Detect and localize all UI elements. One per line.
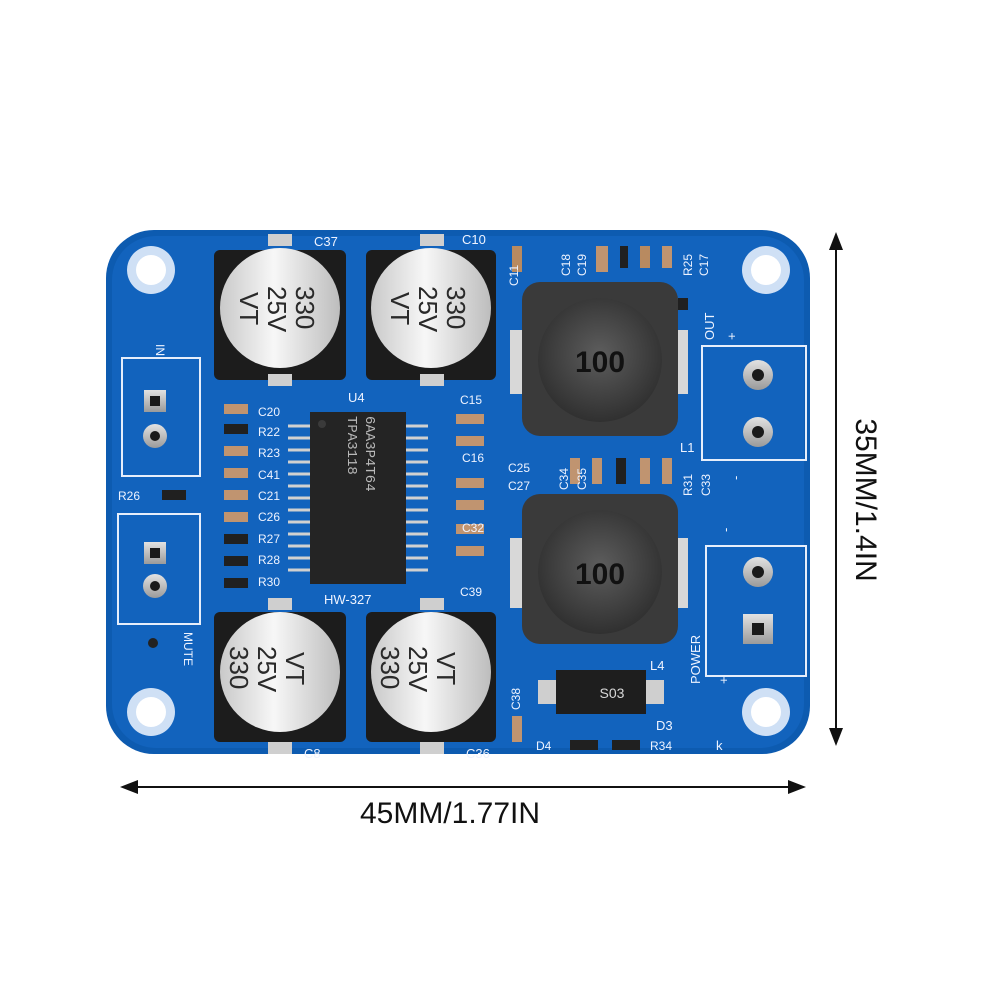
label-u4: U4 <box>348 390 365 405</box>
inductor-value: 100 <box>575 346 625 379</box>
label-mr-2: R31 <box>681 474 695 496</box>
capacitor-series: VT <box>234 292 264 325</box>
label-left-7: R28 <box>258 553 280 567</box>
label-left-8: R30 <box>258 575 280 589</box>
label-top-1: C18 <box>559 254 573 276</box>
label-top-2: C19 <box>575 254 589 276</box>
smd-components-mid <box>456 414 672 750</box>
output-pads <box>743 360 773 644</box>
capacitor-value: 330 <box>224 646 254 689</box>
label-c10: C10 <box>462 232 486 247</box>
label-mid-1: C16 <box>462 451 484 465</box>
label-c38: C38 <box>509 688 523 710</box>
capacitor-c10: 330 25V VT <box>366 234 496 386</box>
label-c36: C36 <box>466 746 490 761</box>
label-d3: D3 <box>656 718 673 733</box>
label-l4: L4 <box>650 658 664 673</box>
label-left-2: R23 <box>258 446 280 460</box>
label-out-plus: + <box>724 332 739 340</box>
mounting-hole <box>742 246 790 294</box>
capacitor-c37: 330 25V VT <box>214 234 346 386</box>
pcb-board: 6AA3P4T64 TPA3118 330 25V VT 330 25V VT <box>106 230 810 761</box>
label-mid-0: C15 <box>460 393 482 407</box>
smd-components-top <box>512 246 688 310</box>
label-mr-3: C33 <box>699 474 713 496</box>
chip-marking-2: TPA3118 <box>343 416 359 475</box>
label-top-4: C17 <box>697 254 711 276</box>
label-top-0: C11 <box>507 265 521 286</box>
label-model: HW-327 <box>324 592 371 607</box>
label-power: POWER <box>688 635 703 684</box>
label-k: k <box>716 738 723 753</box>
smd-components-left <box>162 404 248 588</box>
dimension-horizontal: 45MM/1.77IN <box>120 780 806 830</box>
amplifier-chip: 6AA3P4T64 TPA3118 <box>288 412 428 584</box>
label-l1: L1 <box>680 440 694 455</box>
label-mr-0: C34 <box>557 468 571 490</box>
label-c8: C8 <box>304 746 321 761</box>
label-left-0: C20 <box>258 405 280 419</box>
label-left-6: R27 <box>258 532 280 546</box>
label-left-5: C26 <box>258 510 280 524</box>
height-label: 35MM/1.4IN <box>849 418 882 581</box>
dimension-vertical: 35MM/1.4IN <box>829 232 882 746</box>
label-in: IN <box>153 344 167 356</box>
label-mute: MUTE <box>181 632 195 666</box>
width-label: 45MM/1.77IN <box>360 797 540 830</box>
capacitor-value: 330 <box>290 286 320 329</box>
capacitor-voltage: 25V <box>413 286 443 333</box>
label-left-1: R22 <box>258 425 280 439</box>
capacitor-voltage: 25V <box>262 286 292 333</box>
capacitor-series: VT <box>280 652 310 685</box>
capacitor-c36: 330 25V VT <box>366 598 496 754</box>
label-r26: R26 <box>118 489 140 503</box>
mounting-hole <box>742 688 790 736</box>
label-left-3: C41 <box>258 468 280 482</box>
label-d4: D4 <box>536 739 552 753</box>
input-pads <box>143 390 167 648</box>
label-top-3: R25 <box>681 254 695 276</box>
diode-d3: S03 <box>538 670 664 714</box>
chip-marking-1: 6AA3P4T64 <box>361 416 377 492</box>
label-mid-3: C27 <box>508 479 530 493</box>
label-left-4: C21 <box>258 489 280 503</box>
label-out: OUT <box>702 313 717 341</box>
inductor-value: 100 <box>575 558 625 591</box>
label-mid-4: C32 <box>462 521 484 535</box>
label-mid-5: C39 <box>460 585 482 599</box>
capacitor-voltage: 25V <box>403 646 433 693</box>
capacitor-series: VT <box>385 292 415 325</box>
label-power-plus: + <box>716 676 731 684</box>
capacitor-c8: 330 25V VT <box>214 598 346 754</box>
capacitor-voltage: 25V <box>252 646 282 693</box>
label-out-minus: - <box>728 476 743 480</box>
label-power-minus: - <box>718 528 733 532</box>
capacitor-value: 330 <box>375 646 405 689</box>
label-mid-2: C25 <box>508 461 530 475</box>
inductor-l1: 100 <box>510 282 688 436</box>
capacitor-series: VT <box>431 652 461 685</box>
inductor-l4: 100 <box>510 494 688 644</box>
mounting-hole <box>127 246 175 294</box>
label-mr-1: C35 <box>575 468 589 490</box>
label-c37: C37 <box>314 234 338 249</box>
label-r34: R34 <box>650 739 672 753</box>
mounting-hole <box>127 688 175 736</box>
diode-mark: S03 <box>600 685 625 701</box>
capacitor-value: 330 <box>441 286 471 329</box>
